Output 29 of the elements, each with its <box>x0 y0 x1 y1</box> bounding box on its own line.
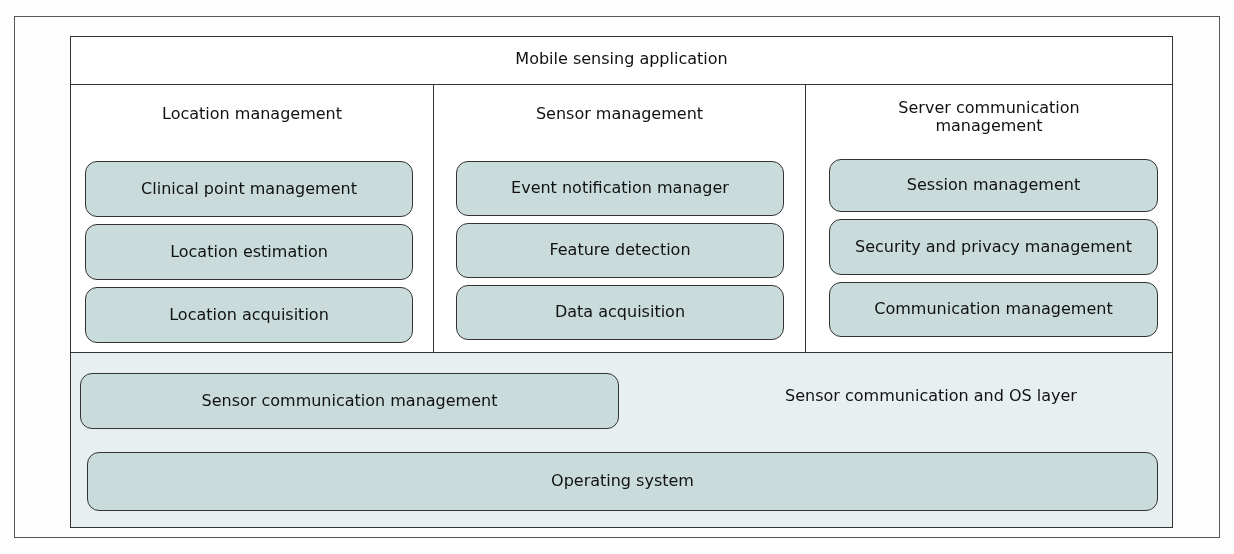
component-box <box>829 219 1158 275</box>
component-label: Communication management <box>874 300 1113 319</box>
panel-heading: Sensor communication and OS layer <box>784 387 1078 406</box>
component-label: Operating system <box>551 472 694 491</box>
component-label: Event notification manager <box>511 179 729 198</box>
component-box <box>80 373 619 429</box>
layer-panel <box>70 352 1173 528</box>
component-label: Security and privacy management <box>855 237 1132 257</box>
component-box <box>456 161 784 216</box>
panel-heading: Server communication management <box>897 99 1081 136</box>
component-label: Location estimation <box>170 242 328 262</box>
panel-heading: Mobile sensing application <box>514 50 729 69</box>
panel-heading: Sensor management <box>534 105 705 124</box>
component-box <box>456 285 784 340</box>
component-label: Session management <box>906 176 1081 195</box>
panel-heading: Location management <box>161 105 343 124</box>
component-box <box>87 452 1158 511</box>
component-label: Clinical point management <box>141 179 357 199</box>
component-label: Feature detection <box>549 241 691 260</box>
component-box <box>85 161 413 217</box>
panel <box>70 36 1173 85</box>
component-box <box>85 287 413 343</box>
component-label: Data acquisition <box>554 303 686 322</box>
component-box <box>829 159 1158 212</box>
component-label: Sensor communication management <box>201 391 498 411</box>
component-label: Location acquisition <box>169 305 329 325</box>
component-box <box>85 224 413 280</box>
component-box <box>829 282 1158 337</box>
component-box <box>456 223 784 278</box>
